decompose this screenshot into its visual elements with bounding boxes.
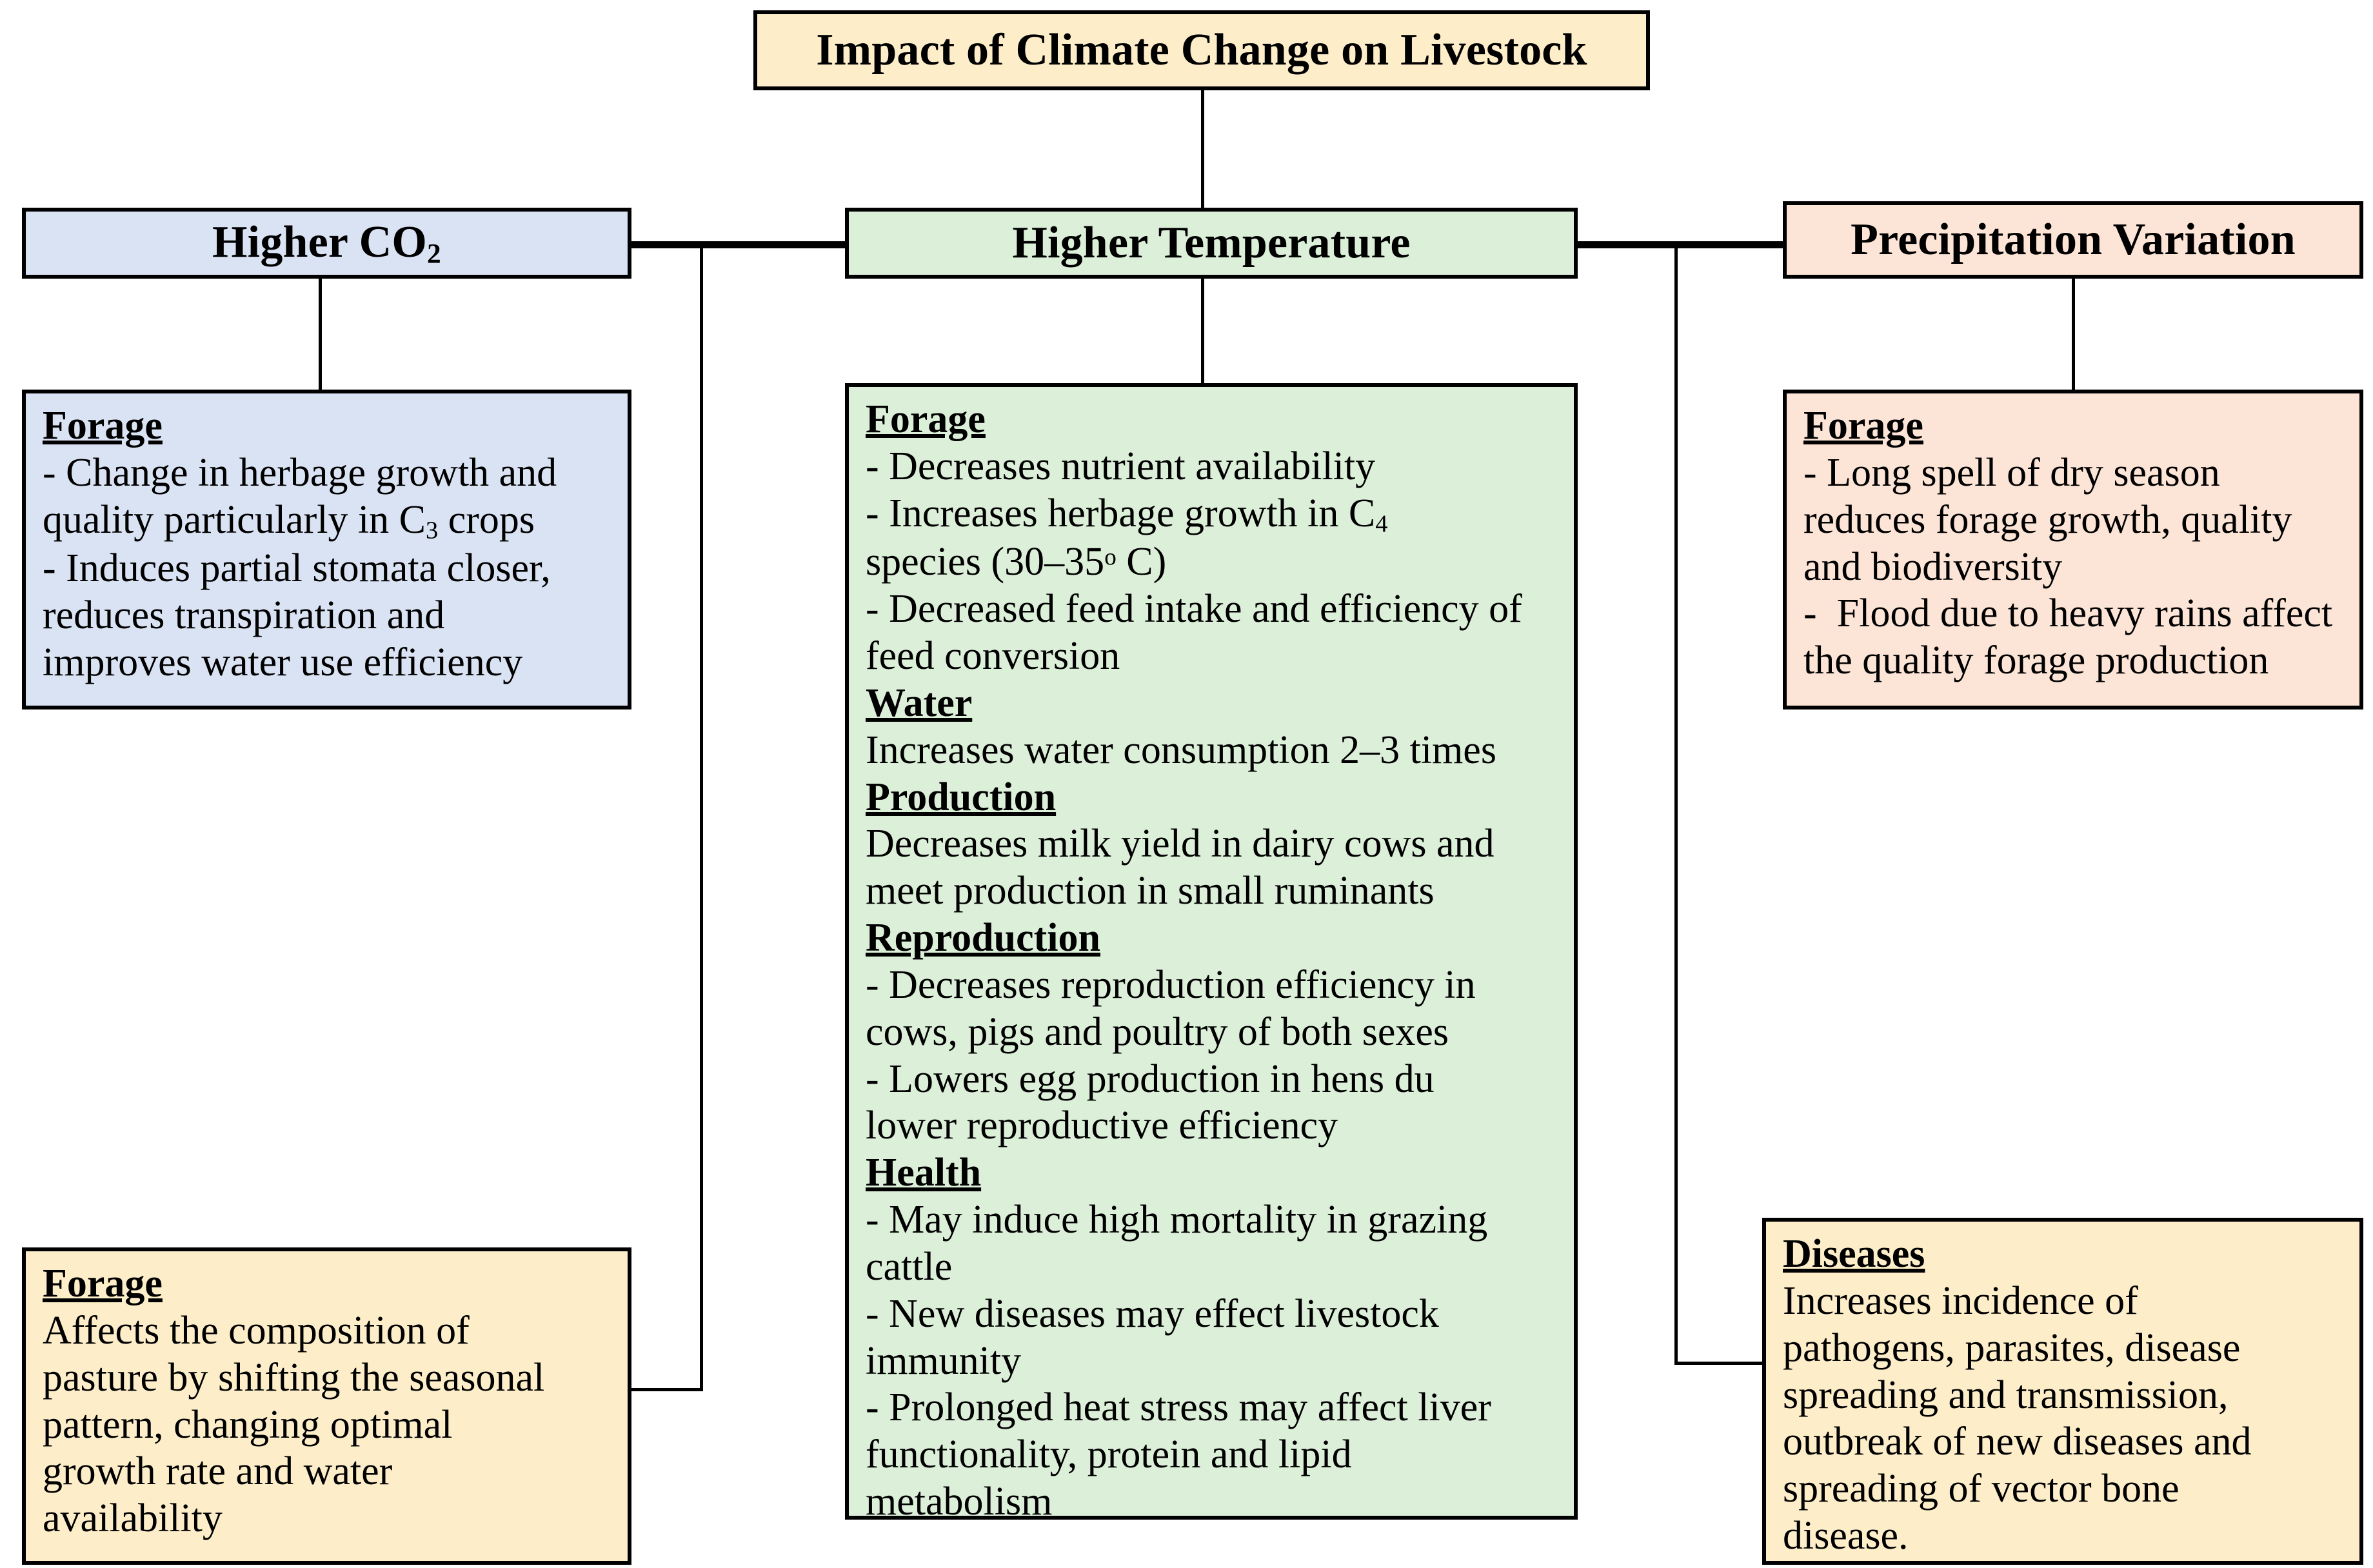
section-line: immunity <box>866 1338 1022 1383</box>
section-heading: Forage <box>43 404 163 448</box>
connector-co2-to-temperature <box>630 241 849 248</box>
section-line: availability <box>43 1496 223 1541</box>
content-box-co2-forage: Forage - Change in herbage growth and qu… <box>22 390 631 710</box>
section-line: - Increases herbage growth in C4 <box>866 491 1388 538</box>
section-heading: Forage <box>1803 404 1923 448</box>
section-line: spreading and transmission, <box>1783 1373 2229 1417</box>
section-line: pathogens, parasites, disease <box>1783 1325 2241 1370</box>
connector-elbow-left-vertical <box>700 244 703 1391</box>
connector-elbow-left-horizontal <box>621 1388 703 1391</box>
co2-subscript: 2 <box>427 238 441 270</box>
section-heading-forage: Forage <box>866 397 986 441</box>
section-line: the quality forage production <box>1803 639 2269 683</box>
section-line: Increases incidence of <box>1783 1278 2138 1323</box>
section-line: - May induce high mortality in grazing <box>866 1198 1488 1242</box>
section-heading-reproduction: Reproduction <box>866 916 1101 960</box>
branch-header-higher-co2[interactable]: Higher CO2 <box>22 208 631 279</box>
section-line: meet production in small ruminants <box>866 869 1435 913</box>
section-line: - Prolonged heat stress may affect liver <box>866 1385 1491 1430</box>
section-line: pasture by shifting the seasonal <box>43 1355 545 1400</box>
branch-header-higher-temperature[interactable]: Higher Temperature <box>845 208 1578 279</box>
section-line: reduces transpiration and <box>43 593 445 638</box>
section-line: Increases water consumption 2–3 times <box>866 728 1496 772</box>
section-line: cattle <box>866 1244 953 1289</box>
section-heading-health: Health <box>866 1151 982 1195</box>
section-line: - New diseases may effect livestock <box>866 1291 1439 1336</box>
section-line: - Decreases reproduction efficiency in <box>866 962 1476 1007</box>
branch-header-precipitation-variation[interactable]: Precipitation Variation <box>1783 201 2363 279</box>
section-line: species (30–35o C) <box>866 540 1167 584</box>
section-line: quality particularly in C3 crops <box>43 497 535 544</box>
content-box-precipitation-forage: Forage - Long spell of dry season reduce… <box>1783 390 2363 710</box>
connector-co2-to-forage <box>319 277 322 391</box>
connector-precipitation-to-forage <box>2072 277 2075 391</box>
branch-header-label: Precipitation Variation <box>1851 215 2296 264</box>
connector-temperature-to-forage <box>1201 277 1204 384</box>
section-line: and biodiversity <box>1803 544 2063 589</box>
connector-elbow-right-vertical <box>1674 244 1678 1365</box>
branch-header-label: Higher Temperature <box>1012 218 1411 268</box>
content-box-temperature-details: Forage - Decreases nutrient availability… <box>845 383 1578 1523</box>
section-heading-water: Water <box>866 680 973 725</box>
section-line: - Decreased feed intake and efficiency o… <box>866 587 1522 631</box>
connector-temperature-to-precipitation <box>1576 241 1785 248</box>
section-line: growth rate and water <box>43 1449 393 1494</box>
section-line: lower reproductive efficiency <box>866 1104 1338 1148</box>
section-line: reduces forage growth, quality <box>1803 497 2292 542</box>
section-line: - Long spell of dry season <box>1803 450 2220 495</box>
section-line: Affects the composition of <box>43 1308 470 1353</box>
section-line: - Lowers egg production in hens du <box>866 1057 1435 1101</box>
section-line: - Decreases nutrient availability <box>866 444 1376 488</box>
content-box-precipitation-diseases-secondary: Diseases Increases incidence of pathogen… <box>1762 1218 2363 1565</box>
section-line: - Induces partial stomata closer, <box>43 546 551 591</box>
title-text: Impact of Climate Change on Livestock <box>816 25 1587 75</box>
section-heading-production: Production <box>866 775 1057 819</box>
section-line: outbreak of new diseases and <box>1783 1420 2252 1464</box>
section-heading: Diseases <box>1783 1232 1925 1276</box>
content-box-co2-forage-secondary: Forage Affects the composition of pastur… <box>22 1247 631 1565</box>
section-line: cows, pigs and poultry of both sexes <box>866 1009 1449 1054</box>
connector-title-to-temperature <box>1201 48 1204 212</box>
connector-elbow-right-horizontal <box>1674 1362 1762 1365</box>
section-line: functionality, protein and lipid <box>866 1433 1352 1477</box>
section-line: metabolism <box>866 1480 1053 1524</box>
section-line: - Change in herbage growth and <box>43 450 557 495</box>
section-line: Decreases milk yield in dairy cows and <box>866 822 1494 866</box>
section-line: disease. <box>1783 1514 1909 1558</box>
section-line: improves water use efficiency <box>43 640 523 684</box>
title-box: Impact of Climate Change on Livestock <box>753 10 1650 90</box>
section-line: feed conversion <box>866 633 1120 678</box>
section-line: pattern, changing optimal <box>43 1402 453 1447</box>
section-line: spreading of vector bone <box>1783 1467 2179 1511</box>
section-line: - Flood due to heavy rains affect <box>1803 591 2333 636</box>
section-heading: Forage <box>43 1262 163 1305</box>
branch-header-label: Higher CO2 <box>212 217 441 270</box>
